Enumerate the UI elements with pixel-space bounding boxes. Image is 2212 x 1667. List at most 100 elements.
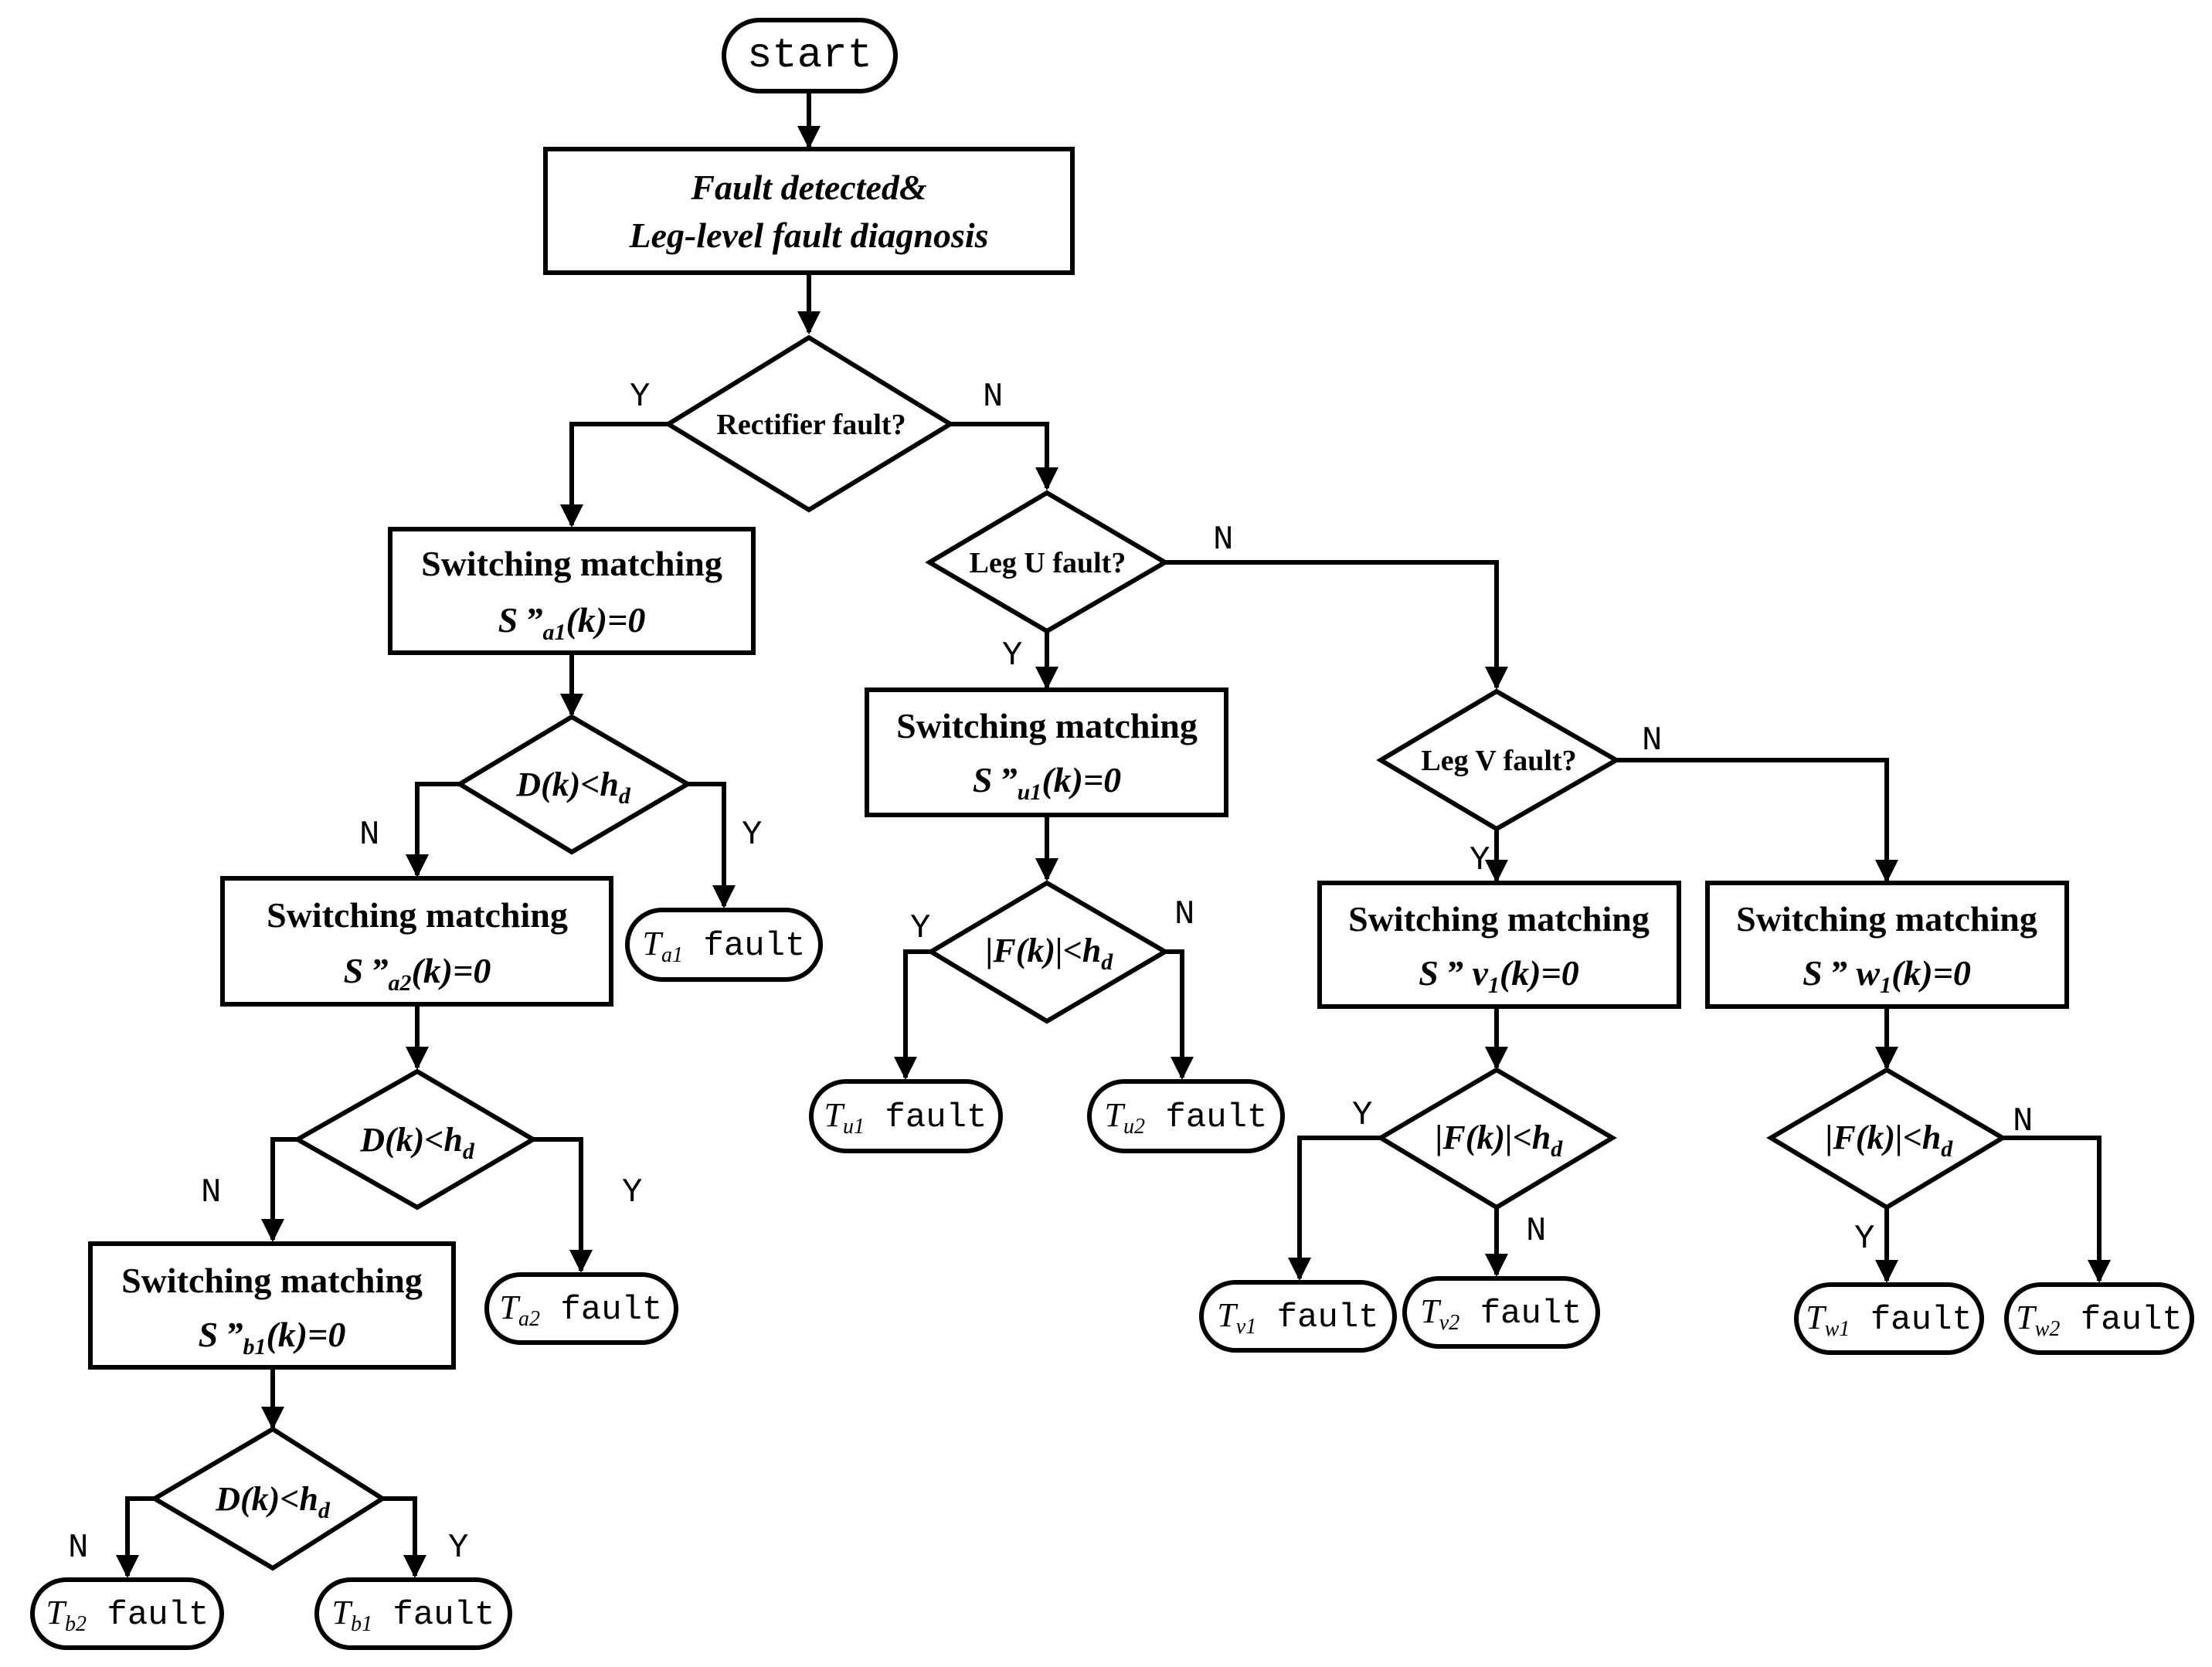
t-b2-terminator bbox=[30, 1577, 224, 1650]
sm-a1-box bbox=[388, 527, 756, 655]
sm-v1-title: Switching matching bbox=[1348, 899, 1650, 939]
t-a2-label: Ta2 fault bbox=[500, 1288, 663, 1331]
fkv-condition: |F(k)|<hd bbox=[1436, 1119, 1564, 1162]
dk2-no-label: N bbox=[201, 1173, 221, 1212]
t-u2-terminator bbox=[1087, 1079, 1285, 1153]
start-terminator bbox=[722, 18, 898, 93]
sm-a2-box bbox=[220, 876, 613, 1007]
t-u2-label: Tu2 fault bbox=[1105, 1096, 1268, 1139]
dk2-decision bbox=[292, 1068, 538, 1210]
sm-w1-box bbox=[1705, 881, 2069, 1009]
t-a2-terminator bbox=[484, 1272, 678, 1345]
sm-b1-text: Switching matching S ”b1(k)=0 bbox=[121, 1261, 423, 1360]
shapes bbox=[30, 18, 2194, 1650]
arrow-fkw-no bbox=[2003, 1136, 2111, 1283]
dk1-decision bbox=[455, 714, 692, 855]
dk1-condition: D(k)<hd bbox=[515, 766, 631, 809]
arrow-fku-no bbox=[1165, 949, 1194, 1080]
sm-a2-title: Switching matching bbox=[267, 895, 568, 935]
t-v1-label: Tv1 fault bbox=[1217, 1296, 1378, 1339]
detect-line2: Leg-level fault diagnosis bbox=[628, 216, 988, 255]
detect-process-box bbox=[543, 147, 1075, 275]
legu-yes-label: Y bbox=[1002, 637, 1022, 675]
arrow-fkv-yes bbox=[1288, 1136, 1381, 1281]
t-v1-terminator bbox=[1199, 1280, 1397, 1353]
t-v2-label: Tv2 fault bbox=[1420, 1292, 1582, 1335]
dk2-condition: D(k)<hd bbox=[359, 1121, 475, 1164]
sm-a1-title: Switching matching bbox=[421, 544, 722, 583]
sm-a1-text: Switching matching S ”a1(k)=0 bbox=[421, 544, 722, 645]
t-w2-label: Tw2 fault bbox=[2016, 1299, 2183, 1341]
dk3-condition: D(k)<hd bbox=[215, 1480, 331, 1523]
branch-labels: Y N N Y N Y N Y N Y N Y Y N Y N Y N bbox=[68, 378, 2033, 1567]
legv-no-label: N bbox=[1642, 721, 1662, 760]
t-u1-label: Tu1 fault bbox=[824, 1096, 987, 1139]
t-w1-label: Tw1 fault bbox=[1806, 1299, 1972, 1341]
sm-v1-formula: S ” v1(k)=0 bbox=[1419, 953, 1579, 998]
legu-decision bbox=[925, 490, 1170, 634]
fku-yes-label: Y bbox=[910, 909, 930, 948]
arrow-fku-yes bbox=[894, 949, 931, 1080]
connectors bbox=[116, 93, 2111, 1578]
arrow-rectifier-no bbox=[950, 422, 1058, 491]
sm-b1-formula: S ”b1(k)=0 bbox=[199, 1315, 346, 1360]
sm-w1-text: Switching matching S ” w1(k)=0 bbox=[1736, 899, 2037, 998]
rectifier-no-label: N bbox=[983, 378, 1003, 416]
arrow-legv-no bbox=[1616, 758, 1898, 883]
dk3-yes-label: Y bbox=[448, 1529, 468, 1567]
sm-w1-title: Switching matching bbox=[1736, 899, 2037, 939]
dk1-no-label: N bbox=[359, 816, 379, 854]
t-b1-label: Tb1 fault bbox=[332, 1594, 495, 1636]
sm-a2-text: Switching matching S ”a2(k)=0 bbox=[267, 895, 568, 996]
fkw-yes-label: Y bbox=[1854, 1220, 1874, 1258]
dk2-yes-label: Y bbox=[622, 1173, 642, 1212]
arrow-rectifier-yes bbox=[560, 422, 668, 528]
t-w1-terminator bbox=[1794, 1282, 1984, 1355]
legv-question: Leg V fault? bbox=[1421, 745, 1576, 777]
sm-b1-box bbox=[88, 1241, 456, 1370]
dk1-yes-label: Y bbox=[742, 816, 762, 854]
fkv-decision bbox=[1376, 1067, 1617, 1210]
fkv-no-label: N bbox=[1526, 1212, 1546, 1251]
fkw-decision bbox=[1766, 1067, 2007, 1210]
start-label: start bbox=[747, 32, 872, 80]
arrow-dk2-yes bbox=[533, 1137, 593, 1273]
fku-condition: |F(k)|<hd bbox=[986, 932, 1114, 975]
sm-u1-title: Switching matching bbox=[896, 706, 1198, 745]
legv-decision bbox=[1376, 688, 1622, 832]
sm-w1-formula: S ” w1(k)=0 bbox=[1803, 953, 1971, 998]
detect-line1: Fault detected& bbox=[690, 168, 927, 207]
t-u1-terminator bbox=[809, 1079, 1003, 1153]
t-b2-label: Tb2 fault bbox=[46, 1594, 209, 1636]
dk3-no-label: N bbox=[68, 1529, 88, 1567]
arrow-dk1-yes bbox=[688, 782, 736, 908]
fkw-condition: |F(k)|<hd bbox=[1826, 1119, 1954, 1162]
t-a1-terminator bbox=[625, 908, 823, 982]
sm-u1-text: Switching matching S ”u1(k)=0 bbox=[896, 706, 1198, 805]
rectifier-yes-label: Y bbox=[630, 378, 650, 416]
arrow-dk3-no bbox=[116, 1496, 155, 1578]
fkw-no-label: N bbox=[2013, 1102, 2033, 1141]
t-w2-terminator bbox=[2004, 1282, 2194, 1355]
sm-b1-title: Switching matching bbox=[121, 1261, 423, 1300]
rectifier-decision bbox=[664, 334, 955, 513]
arrow-dk3-yes bbox=[382, 1496, 426, 1578]
legu-no-label: N bbox=[1213, 521, 1233, 559]
arrow-dk1-no bbox=[406, 782, 460, 878]
fku-decision bbox=[926, 880, 1170, 1024]
fkv-yes-label: Y bbox=[1352, 1096, 1372, 1135]
t-v2-terminator bbox=[1402, 1276, 1600, 1349]
t-a1-label: Ta1 fault bbox=[643, 925, 806, 967]
sm-v1-box bbox=[1317, 881, 1681, 1009]
arrow-dk2-no bbox=[261, 1137, 297, 1242]
rectifier-question: Rectifier fault? bbox=[716, 409, 906, 441]
legv-yes-label: Y bbox=[1470, 841, 1490, 880]
sm-a1-formula: S ”a1(k)=0 bbox=[498, 600, 646, 645]
dk3-decision bbox=[150, 1426, 387, 1571]
sm-a2-formula: S ”a2(k)=0 bbox=[344, 951, 491, 996]
sm-u1-box bbox=[865, 688, 1228, 817]
sm-u1-formula: S ”u1(k)=0 bbox=[973, 760, 1121, 805]
sm-v1-text: Switching matching S ” v1(k)=0 bbox=[1348, 899, 1650, 998]
fku-no-label: N bbox=[1174, 895, 1194, 934]
